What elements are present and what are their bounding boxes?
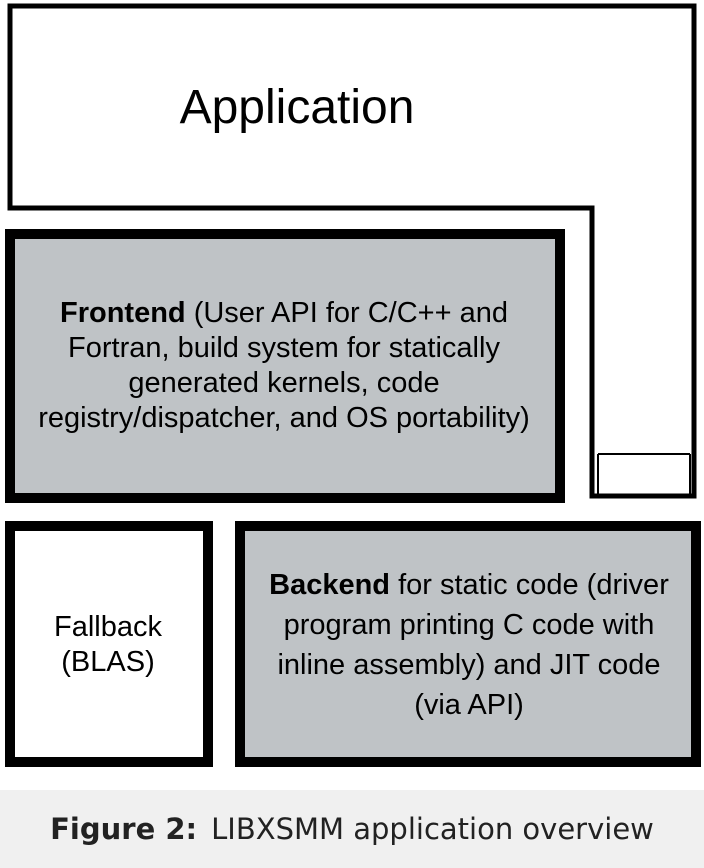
backend-block (235, 521, 701, 767)
backend-label: Backend for static code (driver program … (244, 530, 694, 760)
frontend-label: Frontend (User API for C/C++ and Fortran… (14, 238, 554, 494)
application-block (7, 3, 697, 499)
backend-title: Backend (269, 569, 391, 601)
backend-description: for static code (driver program printing… (277, 569, 669, 721)
figure-number: Figure 2: (50, 812, 198, 846)
figure-caption-text: LIBXSMM application overview (211, 812, 654, 846)
libxsmm-architecture-diagram: Application Frontend (User API for C/C++… (5, 3, 701, 767)
application-label: Application (179, 80, 415, 134)
frontend-description: (User API for C/C++ and Fortran, build s… (38, 297, 530, 434)
diagram-canvas (5, 3, 701, 767)
frontend-title: Frontend (59, 297, 186, 329)
fallback-label: Fallback (BLAS) (54, 611, 162, 678)
frontend-block (5, 229, 565, 503)
figure-caption: Figure 2: LIBXSMM application overview (0, 790, 704, 868)
fallback-block (5, 521, 213, 767)
